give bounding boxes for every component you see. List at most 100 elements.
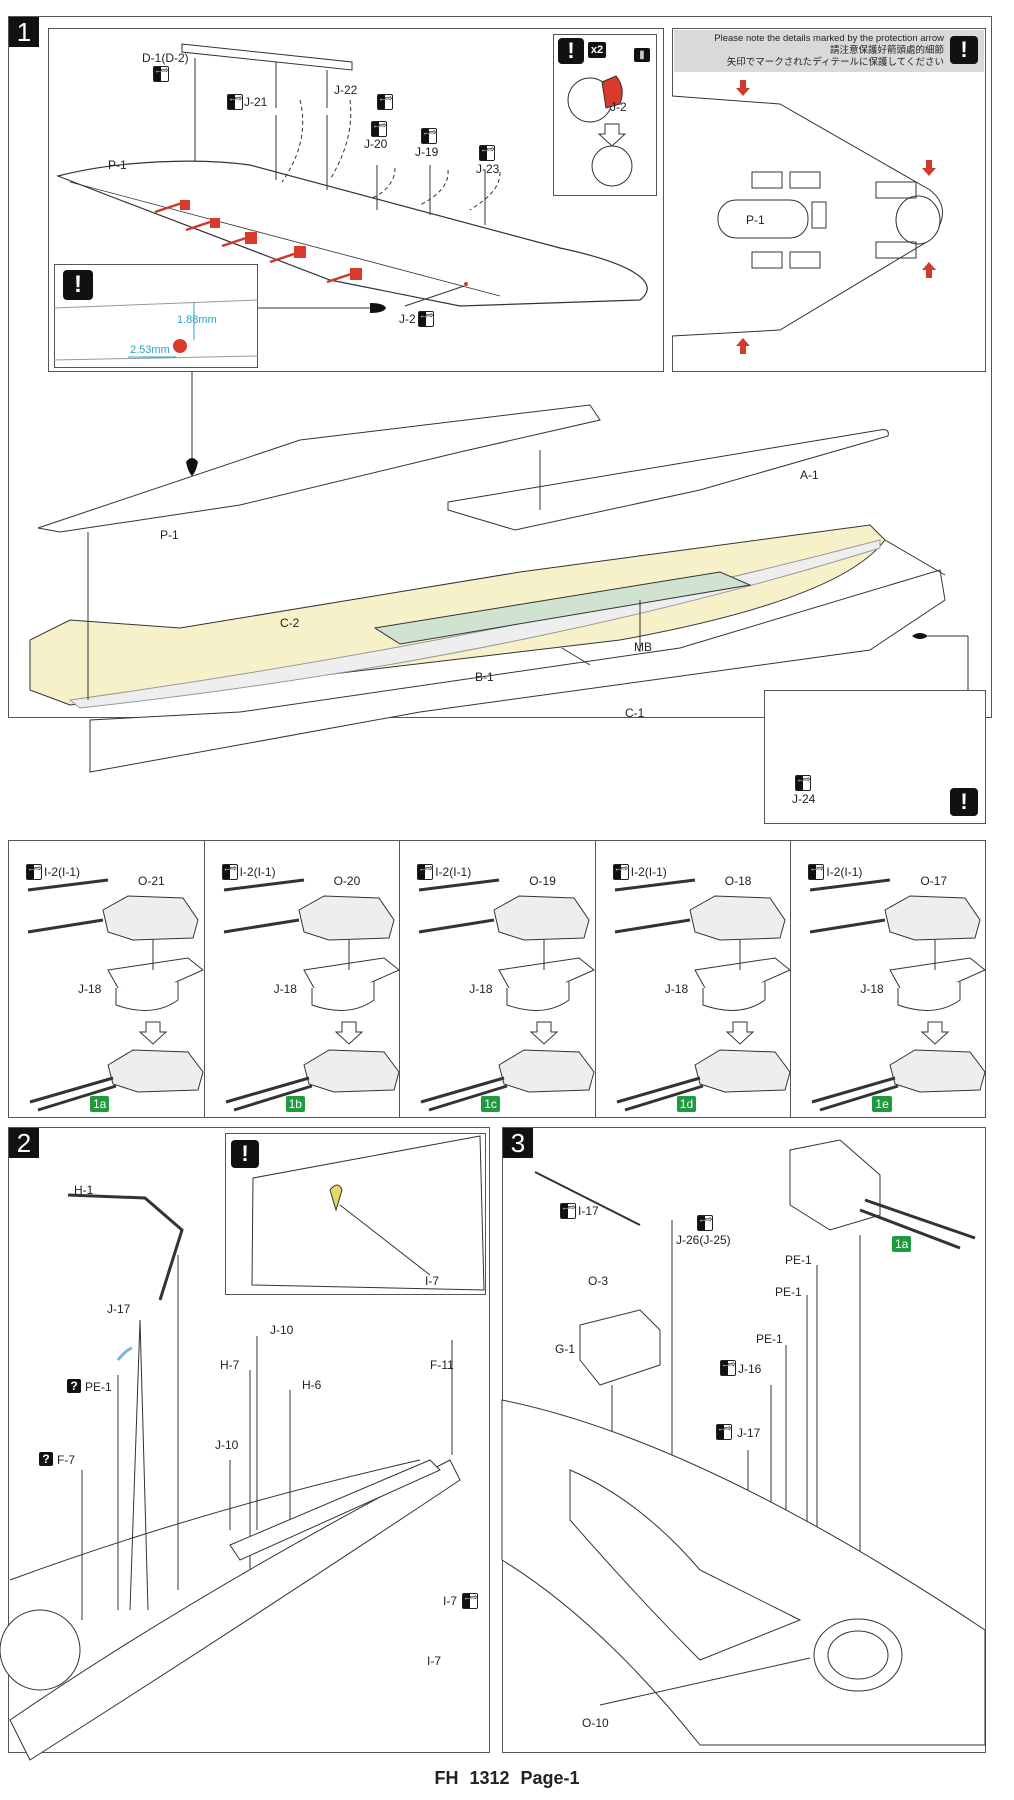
turret-step: I-2(I-1) O-18 J-18 1d [595,840,791,1118]
turret-divider [399,840,401,1118]
label-j17: J-17 [737,1426,761,1440]
turret-label: O-21 [138,874,165,888]
warning-icon: ! [231,1140,259,1168]
turret-step: I-2(I-1) O-20 J-18 1b [204,840,400,1118]
label-j26: J-26(J-25) [676,1233,731,1247]
label-f11: F-11 [430,1358,454,1372]
cut-icon [720,1359,736,1376]
label-pe1-a: PE-1 [785,1253,812,1267]
cut-icon [371,120,387,137]
turret-step: I-2(I-1) O-19 J-18 1c [399,840,596,1118]
label-g1: G-1 [555,1342,576,1356]
base-label: J-18 [664,982,689,996]
cut-icon [26,863,42,880]
label-j23: J-23 [476,162,500,176]
model-code: FH 1312 [434,1768,510,1788]
result-badge: 1a [90,1096,110,1112]
label-h6: H-6 [302,1378,322,1392]
barrel-label: I-2(I-1) [44,865,80,879]
dimension-width: 2.53mm [130,344,170,356]
label-d1: D-1(D-2) [142,51,189,65]
barrel-label: I-2(I-1) [630,865,667,879]
cut-icon [153,65,169,82]
label-j21: J-21 [244,95,268,109]
protection-note-banner: Please note the details marked by the pr… [674,30,984,72]
protection-note-en: Please note the details marked by the pr… [714,33,944,44]
label-j22: J-22 [334,83,358,97]
warning-icon: ! [63,270,93,300]
warning-icon: ! [950,788,978,816]
x2-badge: x2 [588,42,606,58]
cut-icon [808,863,825,880]
turret-label: O-18 [724,874,752,888]
turret-divider [790,840,792,1118]
turret-label: O-19 [529,874,556,888]
label-j20: J-20 [364,137,388,151]
turret-drawing [418,878,596,1112]
result-badge: 1d [676,1096,697,1112]
step2-number: 2 [9,1128,39,1158]
result-badge: 1e [872,1096,892,1112]
result-badge: 1b [285,1096,305,1112]
cut-icon [221,863,238,880]
page-number: Page-1 [520,1768,580,1788]
turret-drawing [810,878,987,1112]
step1-number: 1 [9,17,39,47]
base-label: J-18 [273,982,297,996]
turret-step: I-2(I-1) O-17 J-18 1e [790,840,987,1118]
label-j10-low: J-10 [215,1438,239,1452]
turret-label: O-20 [333,874,361,888]
label-b1: B-1 [475,670,494,684]
turret-ref-badge: 1a [892,1236,912,1252]
cut-icon [462,1592,478,1609]
label-i17: I-17 [578,1204,599,1218]
label-p1-plan: P-1 [746,213,765,227]
turret-divider [203,840,205,1118]
cut-icon [418,310,434,327]
label-j2-detail: J-2 [610,100,627,114]
label-a1: A-1 [800,468,819,482]
label-pe1-c: PE-1 [756,1332,783,1346]
question-icon: ? [67,1379,81,1393]
label-c1: C-1 [625,706,645,720]
label-j10-top: J-10 [270,1323,294,1337]
turret-drawing [27,878,204,1112]
barrel-label: I-2(I-1) [239,865,276,879]
cut-icon [697,1214,713,1231]
label-c2: C-2 [280,616,300,630]
label-j2: J-2 [399,312,416,326]
label-f7: F-7 [57,1453,75,1467]
turret-divider [594,840,596,1118]
label-j24: J-24 [792,792,816,806]
barrel-label: I-2(I-1) [826,865,863,879]
cut-icon [612,863,629,880]
label-p1-mid: P-1 [160,528,179,542]
result-badge: 1c [481,1096,500,1112]
turret-drawing [614,878,791,1112]
label-pe1-b: PE-1 [775,1285,802,1299]
label-j17: J-17 [107,1302,131,1316]
turret-drawing [223,878,400,1112]
j24-detail-inset [764,690,986,824]
label-pe1: PE-1 [85,1380,112,1394]
label-o10: O-10 [582,1716,609,1730]
page-footer: FH 1312 Page-1 [0,1768,1014,1789]
cut-icon [377,93,393,110]
label-h1: H-1 [74,1183,94,1197]
step3-number: 3 [503,1128,533,1158]
protection-note-zh: 請注意保護好箭頭處的細節 [829,45,944,56]
cut-icon [417,863,434,880]
label-j16: J-16 [738,1362,762,1376]
label-i7-a: I-7 [443,1594,458,1608]
cut-icon [421,127,437,144]
label-mb: MB [634,640,652,654]
warning-icon: ! [558,38,584,64]
cut-icon [227,93,243,110]
question-icon: ? [39,1452,53,1466]
cut-icon [716,1423,732,1440]
